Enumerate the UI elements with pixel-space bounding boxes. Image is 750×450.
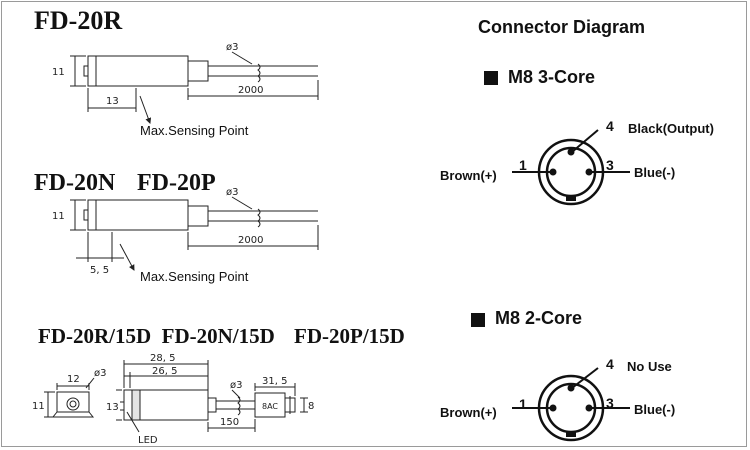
15d-plug-dia-dim: 8 [308,401,314,412]
2core-pin3-label: Blue(-) [634,402,676,417]
max-sensing-label-middle: Max.Sensing Point [140,269,249,284]
m8-3core-label: M8 3-Core [508,67,596,87]
3core-pin1-number: 1 [519,157,527,173]
15d-side-width-dim: 12 [67,374,80,385]
fd-20np-offset-dim: 5, 5 [90,265,109,276]
15d-side-view [44,377,95,418]
title-15d-models: FD-20R/15D FD-20N/15D [38,324,275,348]
bullet-2core-icon [471,313,485,327]
2core-pin4-label: No Use [627,359,672,374]
fd-20r-drawing [70,51,319,124]
fd-20np-drawing [70,196,319,271]
2core-pin1-label: Brown(+) [440,405,497,420]
fd-20r-height-dim: 11 [52,67,65,78]
15d-plug-mark: 8AC [262,402,278,411]
fd-20r-cable-dia-dim: ø3 [226,42,238,53]
fd-20np-cable-length-dim: 2000 [238,235,263,246]
15d-cable-length-dim: 150 [220,417,239,428]
2core-pin3-number: 3 [606,395,614,411]
3core-pin4-label: Black(Output) [628,121,714,136]
15d-body-inner-dim: 26, 5 [152,366,177,377]
15d-main-body [116,360,308,433]
title-fd-20p: FD-20P [137,170,216,196]
2core-pin4-number: 4 [606,356,614,372]
max-sensing-label-top: Max.Sensing Point [140,123,249,138]
15d-body-overall-dim: 28, 5 [150,353,175,364]
2core-pin1-number: 1 [519,396,527,412]
title-fd-20n: FD-20N [34,170,116,196]
title-fd-20r: FD-20R [34,6,123,35]
fd-20r-cable-length-dim: 2000 [238,85,263,96]
m8-2core-connector [512,367,630,442]
15d-plug-length-dim: 31, 5 [262,376,287,387]
15d-body-height-dim: 13 [106,402,119,413]
m8-2core-label: M8 2-Core [495,308,583,328]
15d-side-hole-dim: ø3 [94,368,106,379]
15d-side-height-dim: 11 [32,401,45,412]
3core-pin3-label: Blue(-) [634,165,676,180]
fd-20r-offset-dim: 13 [106,96,119,107]
bullet-3core-icon [484,71,498,85]
3core-pin1-label: Brown(+) [440,168,497,183]
15d-cable-dia-dim: ø3 [230,380,242,391]
connector-diagram-heading: Connector Diagram [478,17,646,37]
fd-20np-cable-dia-dim: ø3 [226,187,238,198]
3core-pin3-number: 3 [606,157,614,173]
fd-20np-height-dim: 11 [52,211,65,222]
15d-led-label: LED [138,435,158,446]
3core-pin4-number: 4 [606,118,614,134]
title-fd-20p-15d: FD-20P/15D [294,324,405,348]
m8-3core-connector [512,129,630,206]
